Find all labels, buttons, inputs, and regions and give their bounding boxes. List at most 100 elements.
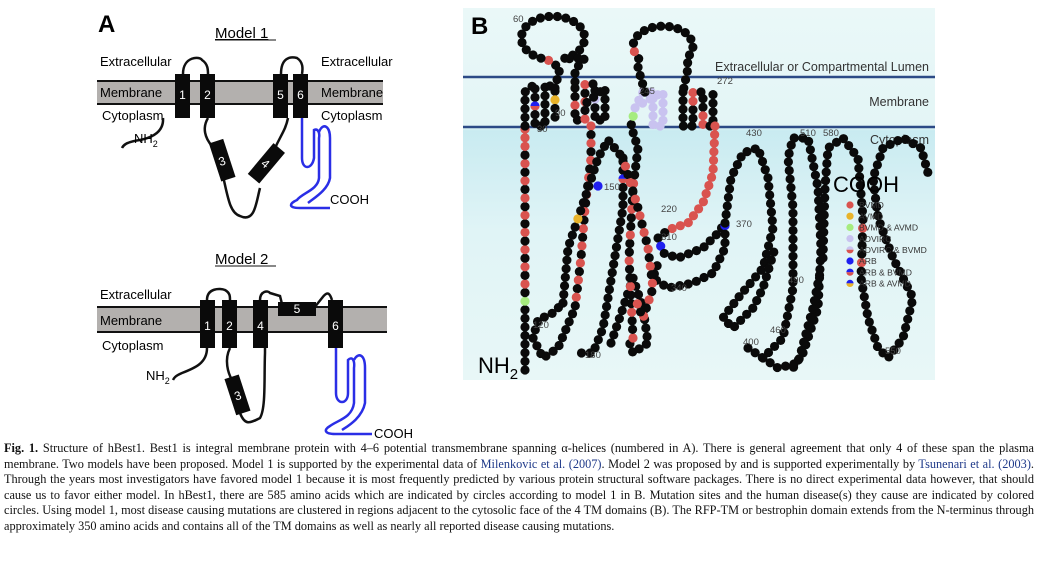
- residue: [559, 281, 570, 291]
- residue-number-label: 30: [537, 124, 548, 135]
- residue: [788, 260, 798, 270]
- residue: [915, 143, 926, 153]
- residue: [691, 276, 701, 286]
- residue: [720, 238, 730, 248]
- residue: [673, 24, 683, 34]
- residue: [820, 184, 830, 194]
- residue: [805, 145, 815, 155]
- residue-number-label: 580: [823, 128, 839, 139]
- residue: [788, 208, 798, 218]
- residue: [779, 328, 789, 338]
- residue: [898, 274, 909, 284]
- residue: [786, 183, 796, 193]
- residue: [520, 95, 530, 105]
- residue: [813, 279, 823, 289]
- residue: [903, 314, 913, 324]
- citation-link-milenkovic[interactable]: Milenkovic et al. (2007): [480, 456, 602, 471]
- residue-mutation: [658, 98, 668, 108]
- residue: [631, 136, 641, 146]
- residue-number-label: 245: [639, 86, 655, 97]
- citation-link-tsunenari[interactable]: Tsunenari et al. (2003): [918, 456, 1031, 471]
- residue-mutation: [575, 258, 585, 268]
- residue: [769, 247, 779, 257]
- residue: [858, 215, 868, 225]
- residue: [558, 298, 568, 308]
- residue: [857, 232, 867, 242]
- residue: [818, 244, 828, 255]
- residue-mutation: [709, 147, 719, 157]
- residue-mutation: [648, 102, 658, 112]
- residue: [784, 302, 794, 313]
- residue: [557, 332, 568, 343]
- model-2-title: Model 2: [215, 251, 268, 268]
- residue: [616, 217, 626, 227]
- residue: [551, 60, 561, 70]
- residue: [711, 230, 721, 240]
- residue: [530, 84, 540, 94]
- residue: [757, 156, 768, 167]
- residue: [787, 286, 798, 296]
- residue: [721, 209, 731, 220]
- residue: [760, 165, 770, 175]
- residue: [626, 120, 636, 130]
- svg-text:6: 6: [297, 88, 304, 102]
- residue: [761, 272, 771, 282]
- legend-swatch: [846, 283, 854, 287]
- cytoplasm-label: Cytoplasm: [102, 338, 163, 353]
- residue-mutation: [628, 111, 638, 121]
- residue: [729, 167, 739, 178]
- residue: [520, 219, 530, 229]
- membrane-label: Membrane: [100, 313, 162, 328]
- residue: [923, 167, 933, 177]
- residue: [600, 310, 610, 320]
- residue-mutation: [580, 114, 590, 124]
- residue: [609, 259, 619, 269]
- residue: [788, 225, 798, 236]
- residue-mutation: [647, 278, 658, 288]
- residue: [873, 210, 883, 221]
- residue: [586, 173, 597, 183]
- svg-text:3: 3: [232, 388, 243, 403]
- panel-b-letter: B: [471, 13, 488, 40]
- legend-swatch: [846, 249, 854, 254]
- residue: [683, 249, 694, 259]
- residue: [809, 295, 820, 306]
- residue-mutation: [580, 80, 590, 90]
- residue: [807, 153, 817, 163]
- residue: [562, 255, 572, 265]
- residue: [540, 108, 550, 118]
- residue: [784, 165, 794, 176]
- residue-mutation: [658, 107, 668, 117]
- legend-swatch: [846, 272, 854, 276]
- residue: [520, 121, 530, 131]
- residue: [554, 340, 564, 351]
- residue: [895, 266, 905, 276]
- residue-mutation: [570, 100, 580, 110]
- residue: [595, 149, 605, 159]
- residue-mutation: [710, 121, 720, 131]
- residue: [520, 356, 530, 366]
- residue: [688, 113, 698, 123]
- residue: [900, 134, 911, 144]
- legend-swatch: [846, 235, 854, 243]
- residue: [849, 147, 859, 158]
- residue: [786, 140, 796, 150]
- residue: [572, 284, 582, 294]
- residue: [743, 343, 753, 353]
- residue: [625, 238, 635, 249]
- residue: [756, 265, 766, 275]
- residue: [859, 292, 869, 302]
- residue: [548, 346, 558, 356]
- residue: [552, 75, 562, 85]
- residue: [691, 246, 702, 256]
- panel-b: B Extracellular or Compartmental Lumen M…: [463, 8, 935, 383]
- residue: [610, 251, 620, 261]
- residue-number-label: 340: [671, 283, 687, 294]
- model-2: Model 2 Extracellular Membrane Cytoplasm…: [97, 251, 413, 441]
- residue: [520, 104, 530, 114]
- residue: [627, 316, 637, 326]
- residue-mutation: [543, 55, 554, 65]
- residue: [872, 341, 883, 352]
- residue: [614, 313, 624, 324]
